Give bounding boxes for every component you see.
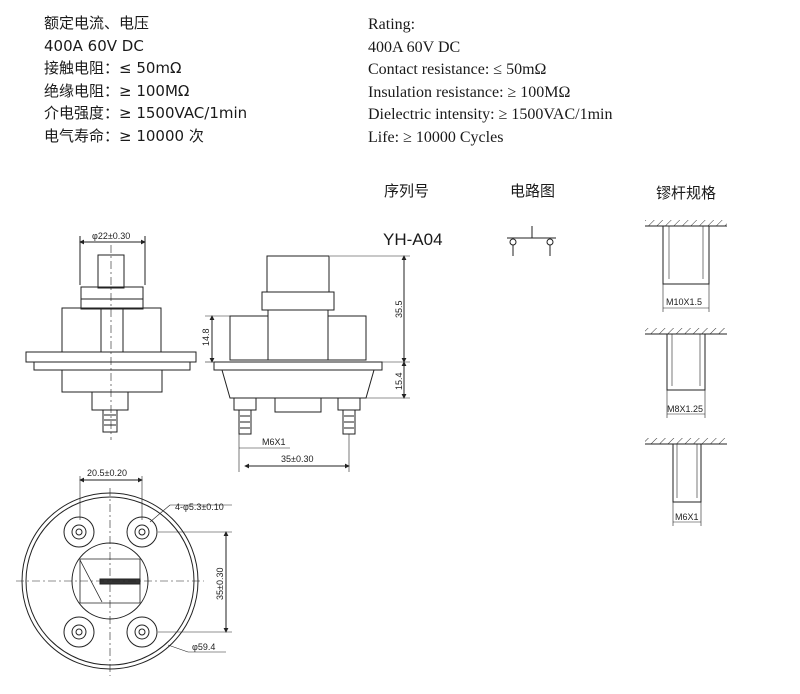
- dim-phi59-4: φ59.4: [192, 642, 215, 652]
- stud-m6: M6X1: [645, 438, 727, 526]
- spec-cn-insulation: 绝缘电阻：≥ 100MΩ: [44, 81, 190, 100]
- spec-english: Rating: 400A 60V DC Contact resistance: …: [368, 14, 612, 150]
- spec-en-life: Life: ≥ 10000 Cycles: [368, 128, 504, 146]
- spec-en-insulation: Insulation resistance: ≥ 100MΩ: [368, 83, 571, 101]
- dim-20-5: 20.5±0.20: [87, 468, 127, 478]
- spec-en-rating-value: 400A 60V DC: [368, 38, 461, 56]
- stud-m10: M10X1.5: [645, 220, 727, 312]
- front-view: φ22±0.30: [25, 231, 197, 440]
- dim-phi22: φ22±0.30: [92, 231, 130, 241]
- spec-en-dielectric: Dielectric intensity: ≥ 1500VAC/1min: [368, 106, 613, 124]
- spec-cn-rating-value: 400A 60V DC: [44, 36, 144, 55]
- dim-35-5: 35.5: [394, 300, 404, 318]
- side-view: 35.5 15.4 14.8 M6X1 35±0.30: [201, 255, 410, 472]
- stud-m8: M8X1.25: [645, 328, 727, 418]
- dim-35-vertical: 35±0.30: [215, 568, 225, 600]
- circuit-symbol: [507, 226, 556, 256]
- model-number: YH-A04: [383, 230, 443, 249]
- spec-en-rating-label: Rating:: [368, 16, 416, 33]
- dim-15-4: 15.4: [394, 372, 404, 390]
- header-stud-spec: 镠杆规格: [656, 184, 717, 202]
- header-circuit-diagram: 电路图: [510, 182, 556, 200]
- spec-cn-rating-label: 额定电流、电压: [44, 14, 150, 32]
- spec-cn-dielectric: 介电强度：≥ 1500VAC/1min: [44, 104, 248, 123]
- stud-m10-label: M10X1.5: [666, 297, 702, 307]
- stud-m8-label: M8X1.25: [667, 404, 703, 414]
- dim-35-width: 35±0.30: [281, 454, 313, 464]
- dim-14-8: 14.8: [201, 328, 211, 346]
- header-serial-number: 序列号: [384, 182, 430, 200]
- dim-m6-side: M6X1: [262, 437, 286, 447]
- spec-cn-life: 电气寿命：≥ 10000 次: [44, 126, 204, 145]
- dim-holes: 4-φ5.3±0.10: [175, 502, 224, 512]
- spec-chinese: 额定电流、电压 400A 60V DC 接触电阻：≤ 50mΩ 绝缘电阻：≥ 1…: [44, 12, 247, 148]
- spec-en-contact: Contact resistance: ≤ 50mΩ: [368, 61, 547, 79]
- stud-m6-label: M6X1: [675, 512, 699, 522]
- spec-cn-contact: 接触电阻：≤ 50mΩ: [44, 59, 182, 78]
- top-view: 20.5±0.20 4-φ5.3±0.10 35±0.30 φ59.4: [16, 468, 232, 676]
